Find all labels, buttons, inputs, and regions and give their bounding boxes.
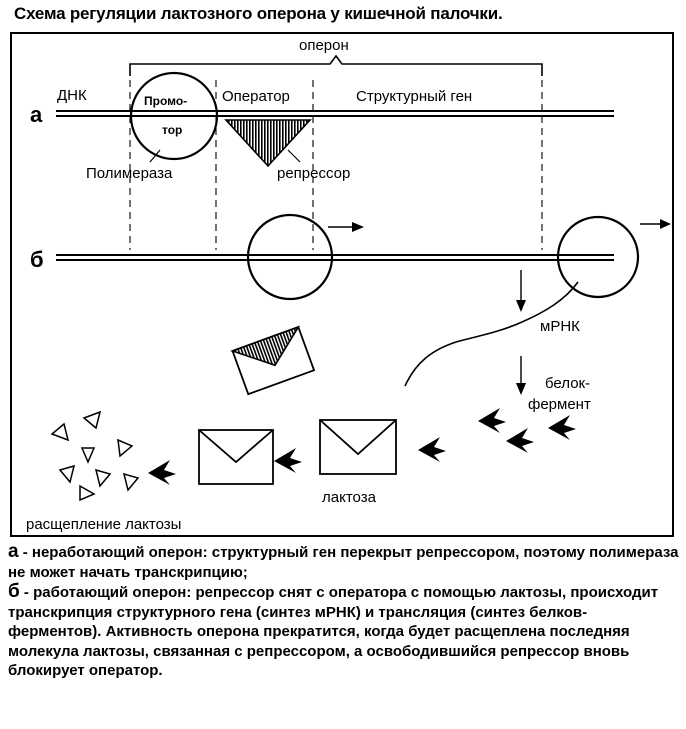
caption-a: а - неработающий оперон: структурный ген… [8, 542, 680, 582]
diagram-frame [10, 32, 674, 537]
repressor-label: репрессор [277, 165, 350, 182]
caption-a-text: - неработающий оперон: структурный ген п… [8, 544, 679, 581]
transcription-arrow [516, 270, 526, 312]
movement-arrow-2 [640, 219, 671, 229]
enzyme-arrowheads [148, 408, 576, 485]
operon-label: оперон [299, 37, 349, 54]
caption-a-marker: а [8, 541, 19, 562]
mrna-strand [404, 281, 579, 387]
protein-label-1: белок- [545, 375, 590, 392]
dna-label: ДНК [57, 87, 87, 104]
caption: а - неработающий оперон: структурный ген… [8, 542, 680, 681]
page-title: Схема регуляции лактозного оперона у киш… [14, 4, 503, 23]
repressor-lactose-complex [230, 325, 316, 396]
mrna-label: мРНК [540, 318, 580, 335]
promoter-label-top: Промо- [144, 94, 187, 108]
promoter-label-bottom: тор [162, 123, 182, 137]
caption-b-marker: б [8, 581, 20, 602]
dashed-guides [129, 80, 543, 250]
structural-gene-label: Структурный ген [356, 88, 472, 105]
operon-diagram: оперон а ДНК Промо- тор Оператор Структу… [26, 37, 671, 533]
operon-bracket [129, 54, 543, 76]
row-b-marker: б [30, 247, 44, 272]
caption-b: б - работающий оперон: репрессор снят с … [8, 582, 680, 681]
translation-arrow [516, 356, 526, 395]
movement-arrow-1 [328, 222, 364, 232]
polymerase-circle-b2 [556, 215, 640, 299]
polymerase-label: Полимераза [86, 165, 173, 182]
lactose-label: лактоза [322, 489, 377, 506]
lactose-envelope-1 [198, 429, 274, 485]
repressor-triangle [224, 119, 312, 168]
caption-b-text: - работающий оперон: репрессор снят с оп… [8, 584, 659, 679]
polymerase-circle-b1 [246, 213, 334, 301]
row-a-marker: а [30, 102, 43, 127]
lactose-splitting-label: расщепление лактозы [26, 516, 181, 533]
protein-label-2: фермент [528, 396, 591, 413]
lactose-envelope-2 [319, 419, 397, 475]
operator-label: Оператор [222, 88, 290, 105]
lactose-fragments [50, 410, 140, 502]
